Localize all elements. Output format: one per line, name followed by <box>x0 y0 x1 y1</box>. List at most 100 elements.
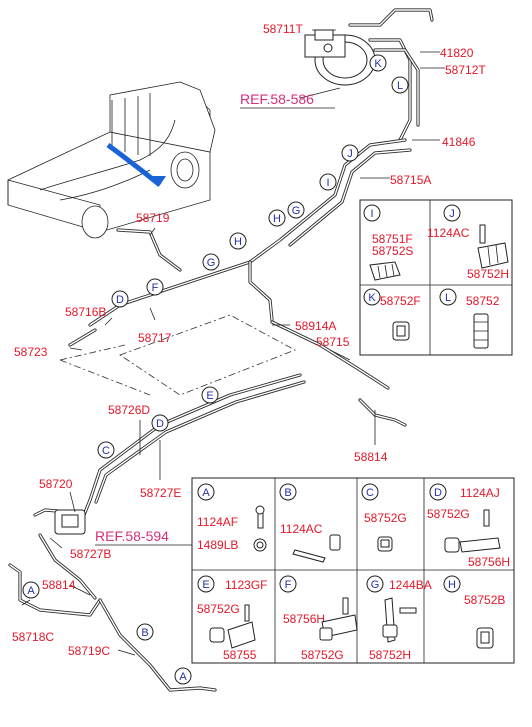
svg-text:K: K <box>374 58 382 70</box>
part-callout: 58726D <box>108 403 150 417</box>
svg-text:A: A <box>27 585 35 597</box>
detail-box-l: L 58752 <box>439 288 500 349</box>
svg-text:D: D <box>116 294 124 306</box>
part-label: 58752G <box>301 648 344 662</box>
part-callout: 58718C <box>12 630 54 644</box>
part-label: 1124AF <box>197 515 238 529</box>
route-marker-l: L <box>391 76 409 94</box>
part-callout: 58716B <box>65 305 106 319</box>
svg-text:B: B <box>141 627 148 639</box>
part-callout: 58712T <box>445 63 486 77</box>
hydraulic-unit <box>54 509 86 535</box>
svg-text:D: D <box>434 487 442 499</box>
part-label: 58752B <box>464 593 505 607</box>
part-callout: 41820 <box>440 46 474 60</box>
part-callout: 58814 <box>354 450 388 464</box>
route-marker-g: G <box>202 253 220 271</box>
detail-box-g: G 1244BA 58752H <box>366 575 432 662</box>
svg-text:F: F <box>285 579 292 591</box>
route-markers: K L J I H G G H D F E D C A B A <box>22 54 409 685</box>
svg-text:G: G <box>207 257 216 269</box>
part-callout: 58715 <box>316 335 350 349</box>
svg-text:H: H <box>273 213 281 225</box>
svg-text:H: H <box>234 236 242 248</box>
part-callout: 41846 <box>442 135 476 149</box>
detail-box-d: D 1124AJ 58752G 58756H <box>427 483 510 569</box>
reference-label: REF.58-594 <box>95 528 169 544</box>
route-marker-a: A <box>174 667 192 685</box>
route-marker-d: D <box>151 414 169 432</box>
detail-box-e: E 1123GF 58752G 58755 <box>197 575 267 662</box>
part-label: 58755 <box>223 648 257 662</box>
part-label: 58752H <box>467 267 509 281</box>
detail-box-a: A 1124AF 1489LB <box>197 483 267 552</box>
part-callout: 58727E <box>140 486 181 500</box>
detail-box-c: C 58752G <box>361 483 407 552</box>
part-label: 1124AJ <box>460 486 500 500</box>
route-marker-h: H <box>229 232 247 250</box>
route-marker-a: A <box>22 581 40 599</box>
part-callout: 58727B <box>70 547 111 561</box>
svg-text:J: J <box>347 148 353 160</box>
route-marker-k: K <box>369 54 387 72</box>
reference-label: REF.58-586 <box>240 91 314 107</box>
svg-text:E: E <box>202 579 209 591</box>
part-label: 58752H <box>369 648 411 662</box>
route-marker-g: G <box>287 201 305 219</box>
part-label: 58752G <box>364 511 407 525</box>
brake-pipes <box>8 8 434 692</box>
detail-grid-upper: I 58751F 58752S J 1124AC 58752H K 58752F <box>359 199 513 356</box>
part-callouts: 58711T 41820 58712T 41846 58715A 58719 5… <box>12 22 486 658</box>
svg-text:C: C <box>366 487 374 499</box>
part-label: 58752G <box>427 507 470 521</box>
detail-box-i: I 58751F 58752S <box>363 204 413 281</box>
svg-text:G: G <box>371 579 380 591</box>
route-marker-e: E <box>201 386 219 404</box>
svg-text:H: H <box>448 579 456 591</box>
brake-booster <box>304 29 376 86</box>
frame-outline <box>59 314 296 396</box>
route-marker-f: F <box>146 278 164 296</box>
svg-text:F: F <box>152 282 159 294</box>
part-label: 1123GF <box>225 578 267 592</box>
svg-text:A: A <box>179 671 187 683</box>
svg-text:L: L <box>445 292 451 304</box>
detail-box-j: J 1124AC 58752H <box>427 204 509 281</box>
detail-box-f: F 58756H 58752G <box>279 575 358 662</box>
svg-text:A: A <box>202 487 210 499</box>
part-callout: 58914A <box>295 319 336 333</box>
svg-text:G: G <box>292 205 301 217</box>
part-label: 1124AC <box>427 226 470 240</box>
leader-lines <box>21 29 445 656</box>
part-label: 58752F <box>380 294 421 308</box>
part-label: 58752S <box>372 244 413 258</box>
part-callout: 58715A <box>390 173 431 187</box>
detail-box-k: K 58752F <box>363 288 421 341</box>
truck-illustration <box>7 81 216 239</box>
svg-text:C: C <box>102 445 110 457</box>
svg-text:I: I <box>370 208 373 220</box>
route-marker-h: H <box>268 209 286 227</box>
route-marker-b: B <box>136 623 154 641</box>
route-marker-i: I <box>319 173 337 191</box>
part-label: 58752 <box>466 294 500 308</box>
part-label: 58752G <box>197 602 240 616</box>
part-label: 1489LB <box>197 538 238 552</box>
part-callout: 58719C <box>68 644 110 658</box>
detail-box-b: B 1124AC <box>279 483 341 563</box>
part-label: 1244BA <box>389 578 432 592</box>
svg-text:B: B <box>284 487 291 499</box>
svg-text:L: L <box>397 80 403 92</box>
detail-grid-lower: A 1124AF 1489LB B 1124AC C 58752G D <box>191 477 515 664</box>
svg-text:D: D <box>156 418 164 430</box>
part-label: 58751F <box>372 232 413 246</box>
part-label: 1124AC <box>280 522 323 536</box>
svg-text:K: K <box>368 292 376 304</box>
part-callout: 58711T <box>263 22 303 36</box>
part-callout: 58719 <box>136 211 170 225</box>
part-label: 58756H <box>283 612 325 626</box>
route-marker-c: C <box>97 441 115 459</box>
part-callout: 58814 <box>42 578 76 592</box>
part-callout: 58723 <box>14 345 48 359</box>
